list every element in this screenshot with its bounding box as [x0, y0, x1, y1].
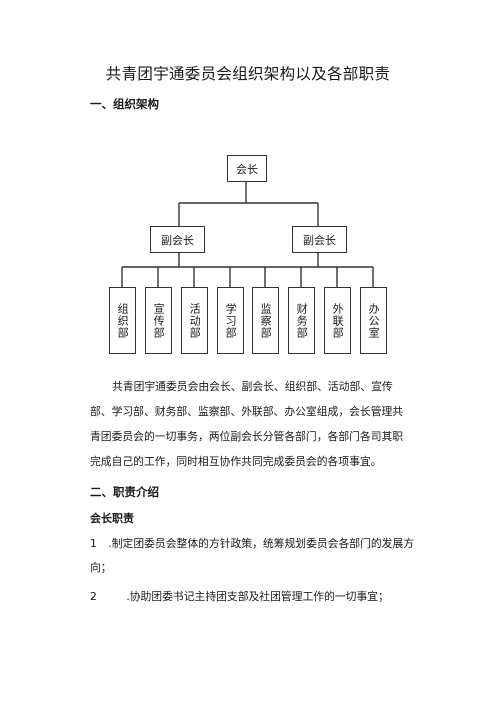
subheading-president-duties: 会长职责	[90, 512, 134, 525]
list-item: 2 .协助团委书记主持团支部及社团管理工作的一切事宜；	[90, 588, 389, 604]
section-heading-structure: 一、组织架构	[90, 97, 159, 111]
org-box-dept-supervision: 监察部	[252, 287, 279, 354]
org-box-dept-organization: 组织部	[109, 287, 136, 354]
list-item-text: .协助团委书记主持团支部及社团管理工作的一切事宜；	[126, 590, 389, 603]
list-item-number: 1	[90, 537, 97, 550]
org-box-vice-president-2: 副会长	[292, 226, 347, 253]
org-box-dept-external: 外联部	[324, 287, 351, 354]
list-item: 1 .制定团委员会整体的方针政策，统筹规划委员会各部门的发展方	[90, 535, 414, 551]
section-heading-duties: 二、职责介绍	[90, 485, 159, 499]
org-box-vice-president-1: 副会长	[150, 226, 205, 253]
org-box-dept-activity: 活动部	[181, 287, 208, 354]
org-box-dept-finance: 财务部	[288, 287, 315, 354]
org-box-dept-study: 学习部	[217, 287, 244, 354]
org-box-president: 会长	[227, 155, 267, 182]
org-box-dept-publicity: 宣传部	[145, 287, 172, 354]
intro-paragraph: 共青团宇通委员会由会长、副会长、组织部、活动部、宣传部、学习部、财务部、监察部、…	[90, 380, 404, 468]
list-item-number: 2	[90, 590, 97, 603]
org-box-dept-office: 办公室	[360, 287, 387, 354]
list-item-continuation: 向；	[90, 561, 112, 574]
list-item-text: .制定团委员会整体的方针政策，统筹规划委员会各部门的发展方	[108, 537, 415, 550]
document-title: 共青团宇通委员会组织架构以及各部职责	[105, 65, 391, 83]
